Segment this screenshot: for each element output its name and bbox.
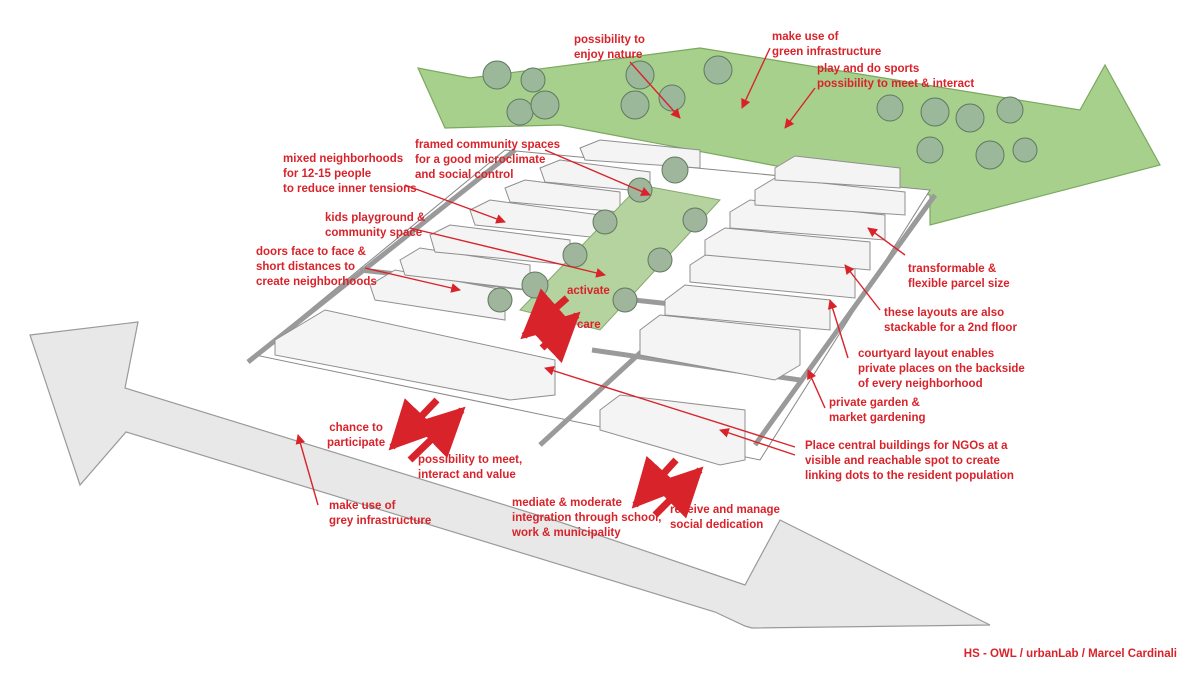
label-private-garden: private garden & market gardening [829, 397, 926, 424]
label-mediate: mediate & moderate integration through s… [512, 497, 662, 539]
label-grey-infrastructure: make use of grey infrastructure [329, 500, 432, 527]
label-activate: activate [567, 285, 610, 297]
annotation-leaders [295, 47, 906, 506]
label-chance-participate: chance to participate [327, 422, 386, 449]
label-courtyard: courtyard layout enables private places … [858, 348, 1025, 390]
label-enjoy-nature: possibility to enjoy nature [574, 34, 645, 61]
grey-infrastructure-arrow [29, 321, 991, 629]
building-blocks [274, 139, 906, 466]
label-kids-playground: kids playground & community space [325, 212, 426, 239]
label-receive-manage: receive and manage social dedication [670, 504, 780, 531]
label-mixed-neighborhoods: mixed neighborhoods for 12-15 people to … [283, 153, 417, 195]
tree-group-top [482, 55, 1038, 170]
label-transformable: transformable & flexible parcel size [908, 263, 1010, 290]
green-infrastructure-arrow [416, 47, 1161, 226]
credit-line: HS - OWL / urbanLab / Marcel Cardinali [963, 648, 1177, 660]
interaction-arrows [388, 288, 704, 519]
label-framed-spaces: framed community spaces for a good micro… [415, 139, 561, 181]
label-green-infrastructure: make use of green infrastructure [772, 31, 882, 58]
label-sports: play and do sports possibility to meet &… [817, 63, 975, 90]
label-doors-face: doors face to face & short distances to … [256, 246, 377, 288]
label-central-buildings: Place central buildings for NGOs at a vi… [805, 440, 1014, 482]
label-care: care [577, 319, 601, 331]
label-possibility-meet: possibility to meet, interact and value [418, 454, 523, 481]
label-stackable: these layouts are also stackable for a 2… [884, 307, 1017, 334]
